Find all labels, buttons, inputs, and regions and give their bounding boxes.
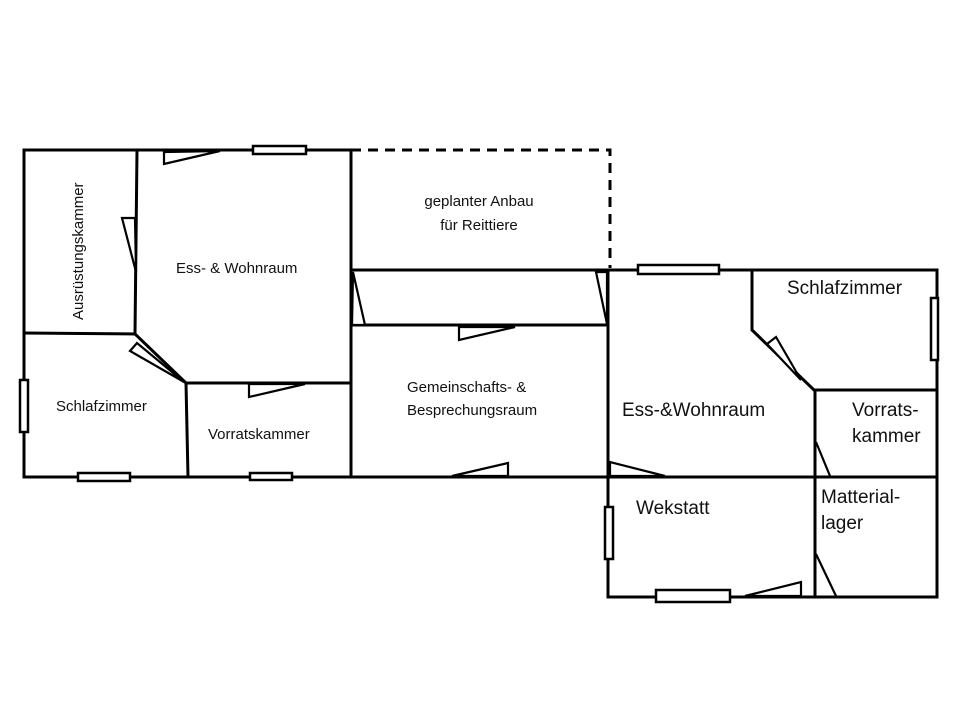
window [18, 378, 30, 434]
window [603, 505, 615, 561]
door [451, 461, 510, 478]
room-label-schlafzimmer-right: Schlafzimmer [787, 278, 903, 299]
windows [18, 144, 940, 604]
door [457, 325, 516, 342]
room-label-materiallager: Matterial-lager [821, 487, 900, 534]
door [765, 335, 802, 381]
anbau-line-2: für Reittiere [440, 217, 518, 234]
door [247, 382, 306, 399]
door [350, 271, 367, 327]
door [744, 580, 803, 598]
door [815, 553, 837, 597]
material-line-1: Matterial- [821, 487, 900, 508]
material-line-2: lager [821, 513, 864, 534]
window [654, 588, 732, 604]
anbau-line-1: geplanter Anbau [424, 193, 533, 210]
room-label-ausruestungskammer: Ausrüstungskammer [70, 182, 87, 320]
door [128, 341, 185, 383]
door [608, 460, 666, 478]
planned-extension-outline [351, 148, 612, 268]
door [162, 149, 221, 166]
room-label-vorratskammer-right: Vorrats-kammer [852, 400, 921, 447]
room-label-wekstatt: Wekstatt [636, 498, 710, 519]
room-label-anbau: geplanter Anbau für Reittiere [424, 193, 533, 234]
room-label-ess-wohnraum-right: Ess-&Wohnraum [622, 400, 765, 421]
door [814, 441, 832, 477]
room-label-vorratskammer-left: Vorratskammer [208, 426, 310, 443]
room-label-ess-wohnraum-left: Ess- & Wohnraum [176, 260, 297, 277]
gemeinschaft-line-1: Gemeinschafts- & [407, 379, 526, 396]
window [76, 471, 132, 483]
door [120, 216, 138, 273]
gemeinschaft-line-2: Besprechungsraum [407, 402, 537, 419]
vorrats-line-2: kammer [852, 426, 921, 447]
doors [120, 149, 837, 598]
window [929, 296, 940, 362]
room-label-schlafzimmer-left: Schlafzimmer [56, 398, 147, 415]
room-label-gemeinschaftsraum: Gemeinschafts- & Besprechungsraum [407, 379, 537, 419]
door [594, 270, 609, 325]
window [248, 471, 294, 482]
window [636, 263, 721, 276]
window [251, 144, 308, 156]
room-labels: Ausrüstungskammer Ess- & Wohnraum Schlaf… [56, 182, 921, 534]
vorrats-line-1: Vorrats- [852, 400, 919, 421]
